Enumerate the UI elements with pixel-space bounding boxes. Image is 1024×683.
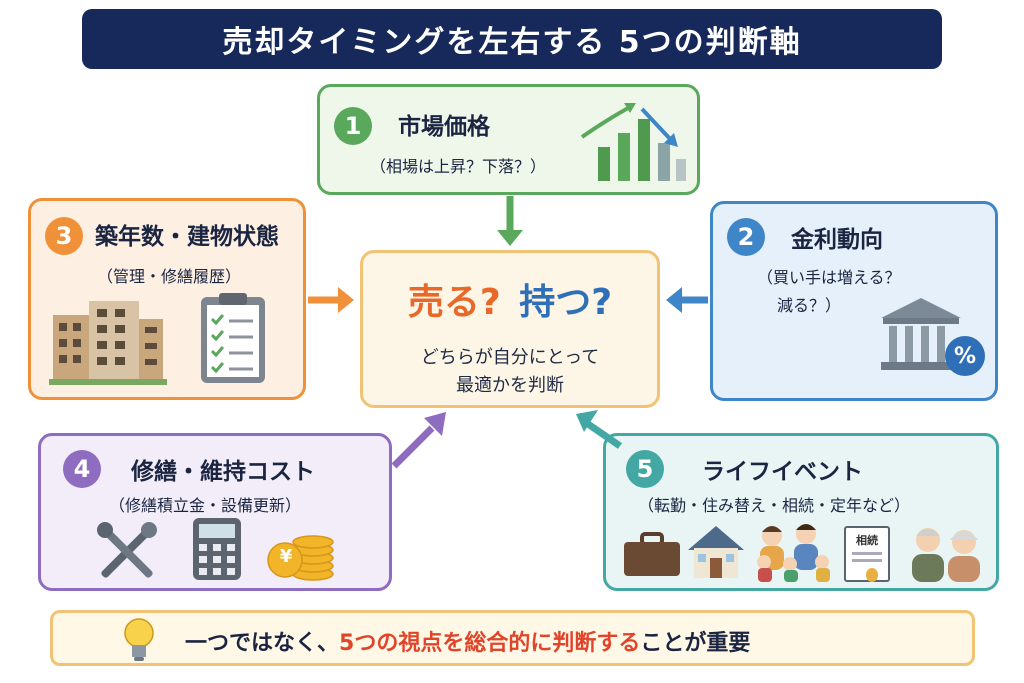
card-subtitle: （転勤・住み替え・相続・定年など）: [638, 496, 911, 515]
card-building-age: 3 築年数・建物状態 （管理・修繕履歴）: [28, 198, 306, 400]
elderly-couple-icon: [912, 528, 980, 582]
card-subtitle-line1: （買い手は増える？: [757, 268, 901, 287]
keep-question: 持つ?: [519, 282, 613, 323]
sell-question: 売る?: [407, 282, 501, 323]
family-icon: [757, 524, 830, 582]
conclusion-prefix: 一つではなく、: [185, 631, 340, 656]
document-label: 相続: [856, 534, 878, 547]
conclusion-banner: 一つではなく、5つの視点を総合的に判断することが重要: [50, 610, 975, 666]
lightbulb-icon: [124, 618, 154, 661]
calculator-icon: [193, 518, 241, 580]
number-badge-5: 5: [626, 450, 664, 488]
percent-badge: %: [945, 336, 985, 376]
briefcase-icon: [624, 532, 680, 576]
center-line-2: 最適かを判断: [456, 375, 564, 396]
card-subtitle-line2: 減る？）: [777, 296, 842, 315]
card-subtitle: （修繕積立金・設備更新）: [109, 496, 302, 515]
number-badge-3: 3: [45, 217, 83, 255]
page-title: 売却タイミングを左右する 5つの判断軸: [222, 25, 802, 60]
card-life-events: 5 ライフイベント （転勤・住み替え・相続・定年など） 相続: [603, 433, 999, 591]
conclusion-suffix: ことが重要: [640, 631, 751, 656]
card-subtitle: （相場は上昇？下落？）: [370, 157, 547, 176]
card-heading: ライフイベント: [702, 459, 863, 485]
card-subtitle: （管理・修繕履歴）: [97, 267, 242, 286]
card-heading: 築年数・建物状態: [95, 224, 279, 250]
tools-icon: [97, 522, 157, 578]
house-icon: [688, 526, 744, 578]
card-heading: 修繕・維持コスト: [131, 459, 315, 485]
number-badge-2: 2: [727, 218, 765, 256]
checklist-clipboard-icon: [201, 293, 265, 383]
apartment-building-icon: [49, 301, 167, 385]
card-market-price: 1 市場価格 （相場は上昇？下落？）: [317, 84, 700, 195]
number-badge-1: 1: [334, 107, 372, 145]
yen-coins-icon: [267, 535, 334, 581]
bank-percent-icon: [881, 298, 961, 370]
card-heading: 市場価格: [398, 114, 490, 140]
card-interest-rate: 2 金利動向 （買い手は増える？ 減る？） %: [710, 201, 998, 401]
center-question-box: 売る? 持つ? どちらが自分にとって 最適かを判断: [360, 250, 660, 408]
yen-symbol: ¥: [279, 546, 293, 567]
card-maintenance-cost: 4 修繕・維持コスト （修繕積立金・設備更新） ¥: [38, 433, 392, 591]
bar-chart-trend-icon: [580, 103, 686, 181]
number-badge-4: 4: [63, 450, 101, 488]
conclusion-highlight: 5つの視点を総合的に判断する: [339, 631, 641, 656]
center-line-1: どちらが自分にとって: [420, 347, 600, 368]
title-banner: 売却タイミングを左右する 5つの判断軸: [82, 9, 942, 69]
inheritance-document-icon: 相続: [844, 526, 890, 582]
card-heading: 金利動向: [791, 227, 883, 253]
